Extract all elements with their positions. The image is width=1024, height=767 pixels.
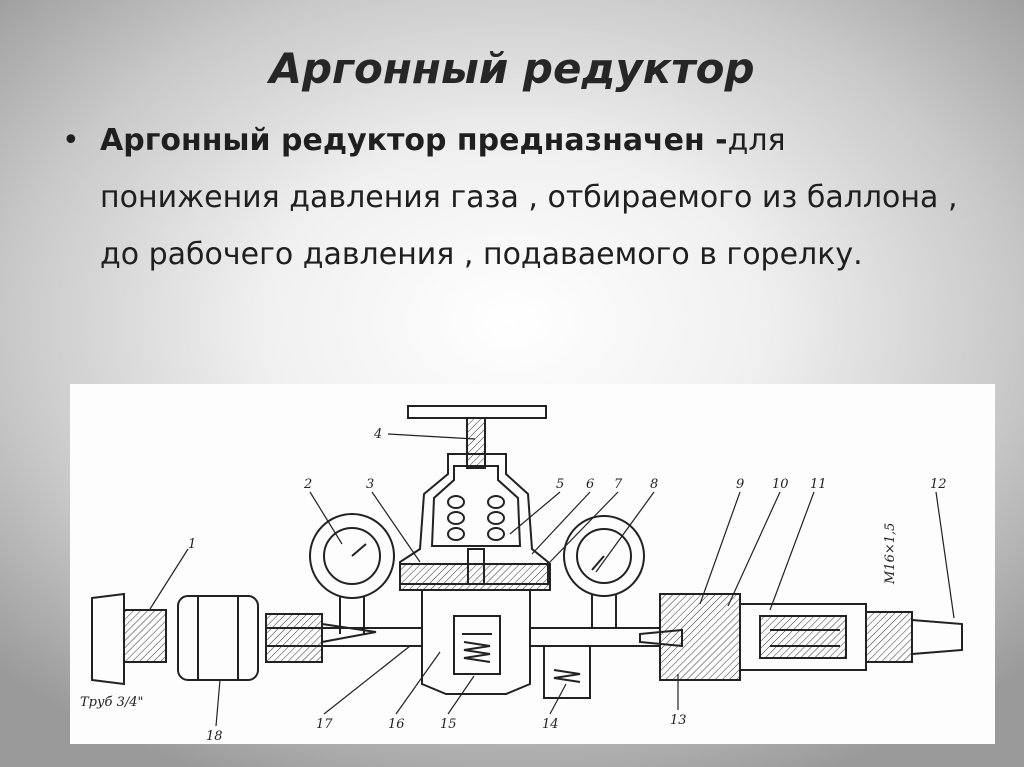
bonnet-inner: [430, 465, 522, 547]
label-4: 4: [373, 427, 382, 442]
bullet-dot: •: [62, 123, 80, 158]
diaphragm-housing: [399, 563, 551, 591]
outlet-nut: [865, 611, 913, 663]
outlet-gauge: [563, 515, 645, 597]
handle-bar: [407, 405, 547, 419]
label-10: 10: [772, 477, 789, 492]
reducer-diagram: 1 2 3 4 5 6 7 8 9 10 11 12 13 14 15 16 1…: [70, 384, 995, 744]
safety-valve: [543, 645, 591, 699]
bullet-item: • Аргонный редуктор предназначен -для по…: [62, 112, 962, 283]
label-15: 15: [440, 717, 457, 732]
inlet-fitting: [123, 609, 167, 663]
inlet-union: [265, 613, 323, 663]
valve-chamber: [453, 615, 501, 675]
label-8: 8: [650, 477, 658, 492]
flow-regulator: [659, 593, 741, 681]
label-11: 11: [810, 477, 827, 492]
adjusting-screw: [466, 417, 486, 469]
bullet-body-text: для понижения давления газа , отбираемог…: [100, 123, 958, 272]
pipe-label: Труб 3/4": [80, 695, 144, 710]
reducer-body: [421, 589, 531, 695]
label-6: 6: [586, 477, 594, 492]
label-2: 2: [303, 477, 312, 492]
outlet-gauge-stem: [591, 594, 617, 629]
thread-label: M16×1,5: [883, 523, 898, 585]
inlet-nut: [91, 592, 125, 686]
part-labels: 1 2 3 4 5 6 7 8 9 10 11 12 13 14 15 16 1…: [80, 427, 947, 744]
gas-channel: [266, 627, 660, 647]
valve-spring: [462, 633, 492, 663]
inlet-needle: [321, 622, 377, 644]
outlet-nipple: [911, 618, 963, 656]
outlet-gauge-dial: [576, 528, 632, 584]
inlet-gauge-dial: [323, 527, 381, 585]
label-17: 17: [316, 717, 333, 732]
label-12: 12: [930, 477, 947, 492]
label-13: 13: [670, 713, 687, 728]
inlet-filter: [177, 595, 259, 681]
label-5: 5: [556, 477, 564, 492]
label-18: 18: [206, 729, 223, 744]
slide-title: Аргонный редуктор: [269, 44, 755, 93]
label-7: 7: [614, 477, 623, 492]
bullet-bold-text: Аргонный редуктор предназначен -: [100, 123, 728, 158]
label-9: 9: [736, 477, 744, 492]
label-3: 3: [366, 477, 374, 492]
label-14: 14: [542, 717, 559, 732]
reducer-drawing: 1 2 3 4 5 6 7 8 9 10 11 12 13 14 15 16 1…: [80, 405, 963, 744]
bullet-text: Аргонный редуктор предназначен -для пони…: [100, 112, 962, 283]
leader-lines: [149, 433, 955, 727]
regulator-needle: [639, 628, 683, 648]
pressure-spring: [447, 495, 505, 541]
label-1: 1: [188, 537, 196, 552]
outlet-spring-seat: [759, 615, 847, 659]
label-16: 16: [388, 717, 405, 732]
inlet-gauge: [309, 513, 395, 599]
